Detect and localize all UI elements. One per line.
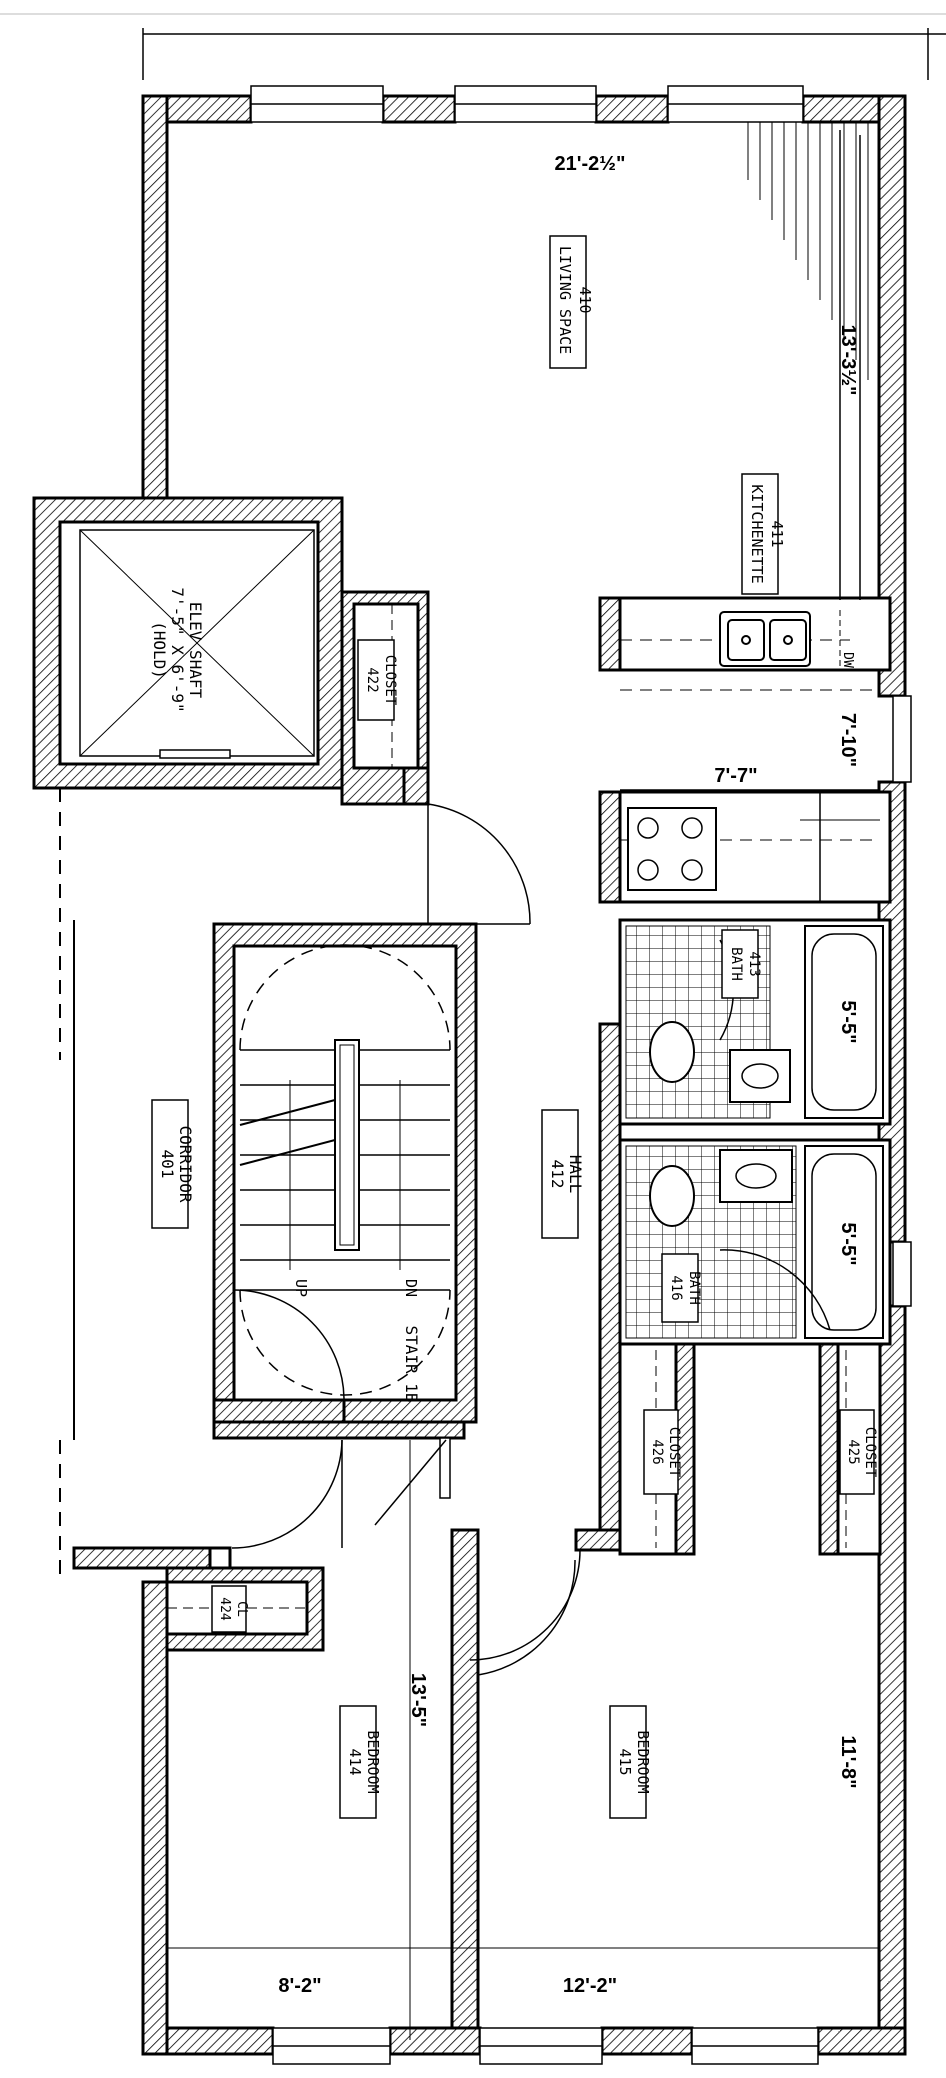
room-name-hall: HALL [566, 1155, 585, 1194]
room-num-cl424: 424 [217, 1597, 232, 1621]
room-tag-bath413: BATH 413 [721, 929, 762, 999]
stair-1b [212, 922, 478, 1424]
room-num-closet425: 425 [845, 1439, 861, 1464]
room-name-living: LIVING SPACE [556, 246, 574, 354]
room-num-bath416: 416 [668, 1275, 684, 1300]
dimension-labels: 21'-2½" 13'-3½" 7'-10" 7'-7" 5'-5" 5'-5"… [278, 153, 859, 1997]
elev-note: (HOLD) [150, 621, 169, 679]
room-name-closet426: CLOSET [666, 1427, 682, 1478]
corridor-lower-walls [72, 1420, 466, 2040]
dim-bath413-len: 5'-5" [837, 1000, 859, 1043]
overall-dimension-line [142, 28, 946, 80]
room-name-bed414: BEDROOM [364, 1730, 382, 1793]
elev-size: 7'-5" X 6'-9" [168, 587, 187, 712]
room-tag-closet422: CLOSET 422 [357, 639, 398, 721]
room-tag-bath416: BATH 416 [661, 1253, 702, 1323]
room-name-bed415: BEDROOM [634, 1730, 652, 1793]
stair-up-label: UP [292, 1279, 310, 1297]
corridor-edge-lines [59, 788, 75, 1582]
dim-bed415-len: 11'-8" [837, 1735, 859, 1788]
room-num-bed414: 414 [346, 1748, 364, 1775]
room-num-closet422: 422 [364, 667, 380, 692]
room-tag-closet425: CLOSET 425 [839, 1409, 878, 1495]
room-name-corridor: CORRIDOR [176, 1125, 195, 1202]
room-tag-elev: ELEV SHAFT 7'-5" X 6'-9" (HOLD) [150, 587, 205, 712]
room-tag-stair: STAIR 1B UP DN [292, 1279, 421, 1403]
room-name-stair: STAIR 1B [402, 1325, 421, 1402]
dim-living-depth: 13'-3½" [837, 325, 859, 396]
room-num-hall: 412 [548, 1160, 567, 1189]
dim-kitchen-width: 7'-10" [837, 713, 859, 767]
bath-413 [618, 918, 892, 1126]
room-num-corridor: 401 [158, 1150, 177, 1179]
room-tag-bed414: BEDROOM 414 [339, 1705, 382, 1819]
room-name-elev: ELEV SHAFT [186, 602, 205, 699]
room-tag-bed415: BEDROOM 415 [609, 1705, 652, 1819]
living-shade [747, 122, 869, 600]
kitchenette [618, 596, 892, 904]
room-name-closet425: CLOSET [862, 1427, 878, 1478]
dim-bed415-width: 12'-2" [563, 1975, 617, 1997]
room-tag-cl424: CL 424 [211, 1585, 249, 1633]
windows [250, 85, 912, 2065]
dim-bath416-len: 5'-5" [837, 1222, 859, 1265]
dim-bed414-width: 8'-2" [278, 1975, 321, 1997]
dim-living-width: 21'-2½" [555, 153, 626, 175]
dishwasher-label: DW [840, 652, 855, 668]
room-name-closet422: CLOSET [382, 655, 398, 706]
elevator-shaft [32, 496, 344, 790]
hall-walls [469, 596, 688, 1661]
exterior-walls [141, 94, 907, 2056]
bath-416 [618, 1138, 892, 1346]
room-tag-kitchenette: KITCHENETTE 411 [741, 473, 786, 595]
room-tag-corridor: CORRIDOR 401 [151, 1099, 195, 1229]
dim-kitchen-depth: 7'-7" [714, 765, 757, 787]
stair-dn-label: DN [402, 1279, 420, 1297]
room-num-bed415: 415 [616, 1748, 634, 1775]
dim-bed414-len: 13'-5" [407, 1673, 429, 1727]
room-name-cl424: CL [234, 1601, 249, 1617]
room-name-bath413: BATH [728, 947, 744, 981]
bedroom-walls [165, 1528, 879, 2030]
room-name-kitchenette: KITCHENETTE [748, 484, 766, 583]
room-num-bath413: 413 [746, 951, 762, 976]
room-tag-hall: HALL 412 [541, 1109, 585, 1239]
corridor-door-upper [427, 803, 531, 925]
room-tag-closet426: CLOSET 426 [643, 1409, 682, 1495]
room-name-bath416: BATH [686, 1271, 702, 1305]
room-num-living: 410 [576, 286, 594, 313]
room-num-closet426: 426 [649, 1439, 665, 1464]
room-num-kitchenette: 411 [768, 520, 786, 547]
room-tag-living: LIVING SPACE 410 [549, 235, 594, 369]
